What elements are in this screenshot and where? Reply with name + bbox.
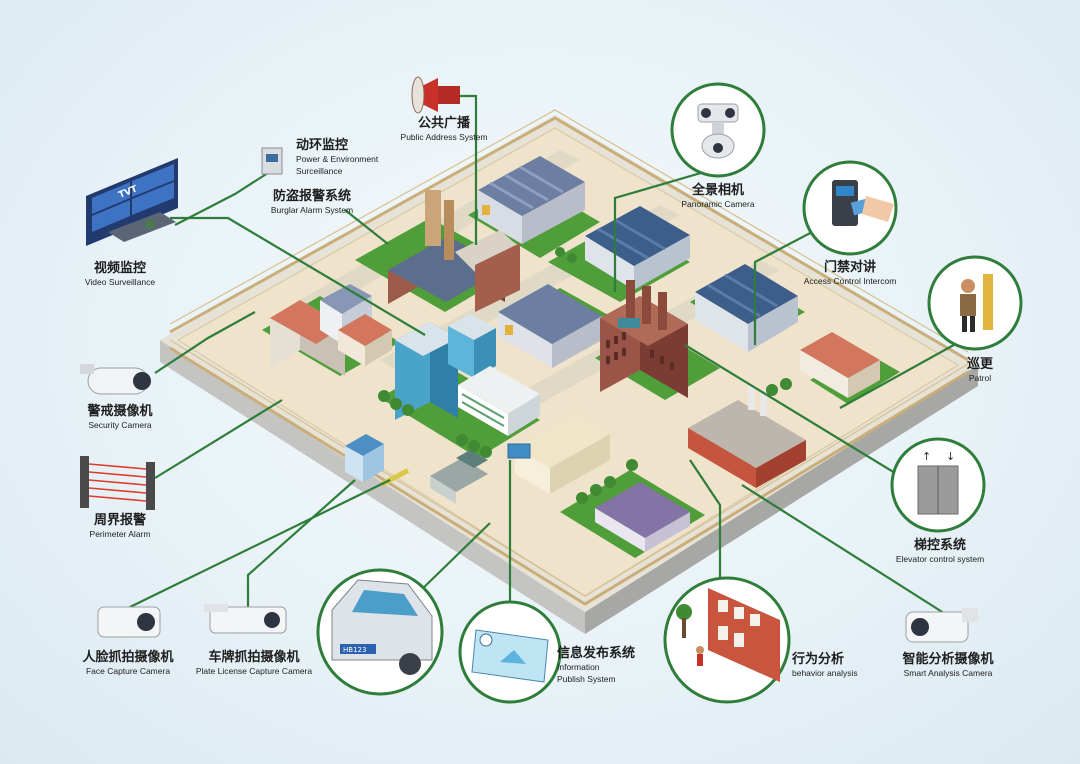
brick-factory	[600, 280, 688, 398]
warehouse-right	[695, 264, 798, 352]
plate-camera-icon	[204, 604, 287, 634]
speaker-icon	[411, 76, 460, 114]
label-perimeter-alarm: 周界报警 Perimeter Alarm	[70, 513, 170, 540]
label-zh: 防盗报警系统	[272, 189, 351, 204]
label-public-address: 公共广播 Public Address System	[392, 116, 496, 143]
car-icon: HB123	[316, 568, 444, 696]
label-en: Video Surveillance	[84, 277, 156, 288]
label-zh: 门禁对讲	[823, 260, 876, 275]
label-zh: 梯控系统	[913, 538, 966, 553]
office-building-left	[270, 284, 392, 376]
glass-tower	[395, 314, 496, 420]
label-zh: 周界报警	[93, 513, 146, 528]
label-behavior-analysis: 行为分析 behavior analysis	[792, 652, 858, 679]
label-burglar-alarm: 防盗报警系统 Burglar Alarm System	[256, 189, 368, 216]
label-elevator-control: 梯控系统 Elevator control system	[880, 538, 1000, 565]
label-en: Patrol	[968, 373, 992, 384]
house-right	[800, 332, 880, 398]
label-zh: 全景相机	[691, 183, 744, 198]
label-zh: 人脸抓拍摄像机	[82, 650, 174, 665]
label-en: Information	[557, 662, 600, 673]
smart-camera-icon	[905, 608, 978, 643]
label-info-publish: 信息发布系统 Information Publish System	[557, 646, 636, 684]
video-wall-icon: TVT	[86, 158, 178, 246]
label-en-2: Surceillance	[296, 165, 343, 176]
connector-lines	[129, 94, 971, 631]
purple-building	[595, 482, 690, 552]
label-zh: 视频监控	[93, 261, 146, 276]
label-en: Elevator control system	[895, 554, 985, 565]
label-zh: 动环监控	[296, 138, 349, 153]
label-en: Perimeter Alarm	[89, 529, 151, 540]
trees	[378, 247, 792, 504]
label-en: Face Capture Camera	[85, 666, 171, 677]
label-zh: 信息发布系统	[557, 646, 636, 661]
red-workshop	[688, 384, 806, 488]
svg-text:↑: ↑	[922, 450, 931, 463]
label-zh: 公共广播	[417, 116, 470, 131]
label-en: Access Control Intercom	[803, 276, 897, 287]
face-camera-icon	[97, 606, 161, 638]
label-en: Public Address System	[400, 132, 488, 143]
panoramic-camera-icon	[670, 82, 766, 178]
label-power-env: 动环监控 Power & Environment Surceillance	[296, 138, 379, 176]
label-en-2: Publish System	[557, 673, 616, 684]
behavior-scene-icon	[663, 576, 791, 704]
plate-number: HB123	[343, 646, 366, 654]
label-zh: 行为分析	[792, 652, 845, 667]
label-patrol: 巡更 Patrol	[950, 357, 1010, 384]
info-screen-icon	[458, 600, 562, 704]
factory-complex	[388, 190, 520, 312]
label-en: Smart Analysis Camera	[903, 668, 993, 679]
warehouse-blue	[585, 206, 690, 290]
access-card-icon	[802, 160, 898, 256]
label-smart-analysis: 智能分析摄像机 Smart Analysis Camera	[888, 652, 1008, 679]
label-plate-capture: 车牌抓拍摄像机 Plate License Capture Camera	[188, 650, 320, 677]
elevator-icon: ↑ ↓	[890, 437, 986, 533]
label-face-capture: 人脸抓拍摄像机 Face Capture Camera	[70, 650, 186, 677]
label-en: Security Camera	[88, 420, 152, 431]
label-en: behavior analysis	[792, 668, 858, 679]
power-box-icon	[261, 147, 283, 175]
warehouse-middle	[498, 284, 602, 368]
label-zh: 巡更	[966, 357, 993, 372]
label-en: Plate License Capture Camera	[195, 666, 313, 677]
svg-text:↓: ↓	[946, 450, 955, 463]
label-panoramic-camera: 全景相机 Panoramic Camera	[672, 183, 764, 210]
label-zh: 警戒摄像机	[87, 404, 153, 419]
security-camera-icon	[80, 364, 151, 395]
label-zh: 智能分析摄像机	[902, 652, 994, 667]
label-en: Power & Environment	[296, 154, 379, 165]
patrol-guard-icon	[927, 255, 1023, 351]
perimeter-beam-icon	[80, 456, 155, 510]
warehouse-top	[478, 156, 585, 244]
office-bottom	[507, 414, 610, 494]
label-security-camera: 警戒摄像机 Security Camera	[70, 404, 170, 431]
label-video-surveillance: 视频监控 Video Surveillance	[70, 261, 170, 288]
office-white	[458, 366, 540, 436]
label-zh: 车牌抓拍摄像机	[208, 650, 300, 665]
label-en: Burglar Alarm System	[270, 205, 354, 216]
label-en: Panoramic Camera	[681, 199, 755, 210]
label-access-control: 门禁对讲 Access Control Intercom	[792, 260, 908, 287]
